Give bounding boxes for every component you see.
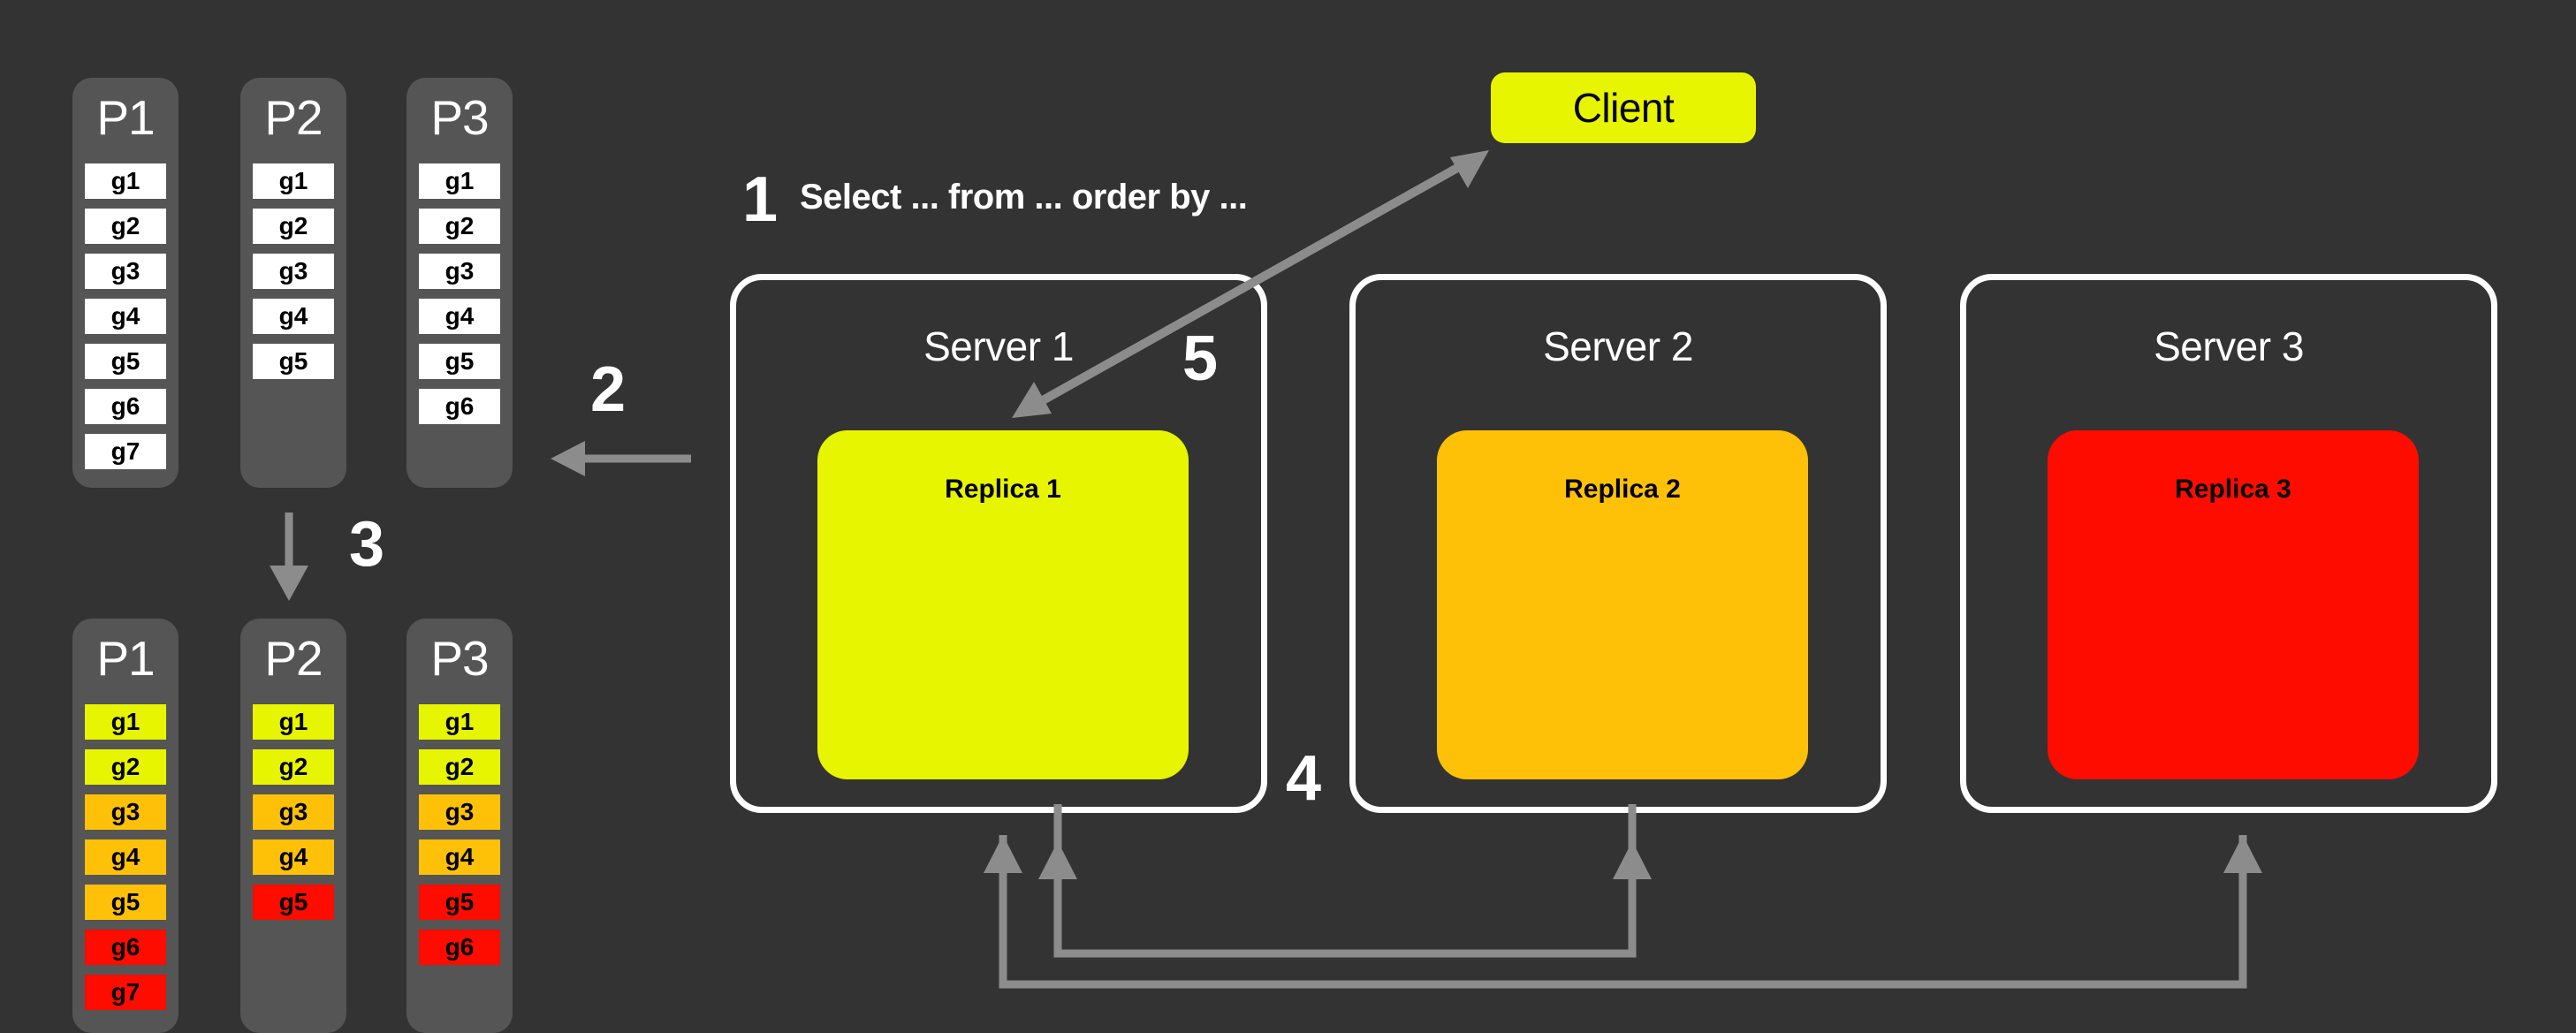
client-label: Client xyxy=(1572,85,1675,131)
step-label-3: 3 xyxy=(349,509,384,580)
partition-cell: g4 xyxy=(253,839,334,875)
partition-title: P1 xyxy=(96,90,155,145)
client-box[interactable]: Client xyxy=(1491,72,1756,143)
partition-cell: g3 xyxy=(253,254,334,289)
step-2-arrow-left xyxy=(551,441,691,476)
partition-cell: g3 xyxy=(419,254,500,289)
partition-cell: g4 xyxy=(253,299,334,334)
partition-cell: g3 xyxy=(253,794,334,830)
step-label-1: 1 xyxy=(742,164,778,235)
partition-cell: g2 xyxy=(419,209,500,244)
partition-cell: g4 xyxy=(85,839,166,875)
partition-title: P2 xyxy=(264,631,323,686)
replica-3-box[interactable]: Replica 3 xyxy=(2048,430,2419,779)
step-4-arrow-server2-to-server1 xyxy=(1038,804,1652,958)
step-label-4: 4 xyxy=(1286,743,1321,814)
partition-cell: g2 xyxy=(85,209,166,244)
partition-title: P3 xyxy=(430,631,489,686)
partition-cell: g1 xyxy=(253,704,334,740)
partition-cell: g4 xyxy=(419,839,500,875)
query-text: Select ... from ... order by ... xyxy=(800,178,1248,216)
partition-cell: g7 xyxy=(85,434,166,469)
replica-label: Replica 3 xyxy=(2175,475,2291,504)
server-2-box[interactable]: Server 2 Replica 2 xyxy=(1349,274,1887,813)
partition-cell: g5 xyxy=(253,344,334,379)
partition-bottom-p2: P2 g1 g2 g3 g4 g5 xyxy=(240,619,346,1033)
partition-cells: g1 g2 g3 g4 g5 g6 xyxy=(419,704,500,975)
partition-bottom-p1: P1 g1 g2 g3 g4 g5 g6 g7 xyxy=(72,619,179,1033)
partition-cells: g1 g2 g3 g4 g5 xyxy=(253,163,334,389)
step-4-arrow-server3-to-server1 xyxy=(984,835,2262,989)
partition-cell: g5 xyxy=(419,344,500,379)
partition-cells: g1 g2 g3 g4 g5 g6 xyxy=(419,163,500,434)
partition-cell: g6 xyxy=(419,930,500,965)
partition-cell: g3 xyxy=(85,794,166,830)
partition-cell: g2 xyxy=(253,749,334,785)
partition-cell: g1 xyxy=(85,163,166,199)
partition-title: P2 xyxy=(264,90,323,145)
server-title: Server 3 xyxy=(2154,323,2304,369)
partition-cell: g5 xyxy=(85,344,166,379)
step-label-5: 5 xyxy=(1182,323,1218,394)
partition-cell: g1 xyxy=(419,163,500,199)
partition-cell: g6 xyxy=(85,389,166,424)
partition-cell: g5 xyxy=(253,885,334,920)
partition-cell: g7 xyxy=(85,975,166,1010)
partition-cell: g4 xyxy=(85,299,166,334)
partition-cell: g5 xyxy=(85,885,166,920)
partition-cell: g3 xyxy=(419,794,500,830)
partition-cells: g1 g2 g3 g4 g5 xyxy=(253,704,334,930)
partition-cells: g1 g2 g3 g4 g5 g6 g7 xyxy=(85,163,166,479)
partition-cell: g2 xyxy=(253,209,334,244)
partition-title: P3 xyxy=(430,90,489,145)
step-label-2: 2 xyxy=(590,354,626,425)
partition-cell: g2 xyxy=(419,749,500,785)
partition-bottom-p3: P3 g1 g2 g3 g4 g5 g6 xyxy=(407,619,513,1033)
partition-cell: g6 xyxy=(85,930,166,965)
partition-cell: g2 xyxy=(85,749,166,785)
partition-title: P1 xyxy=(96,631,155,686)
partition-top-p1: P1 g1 g2 g3 g4 g5 g6 g7 xyxy=(72,78,179,488)
replica-label: Replica 2 xyxy=(1564,475,1681,504)
partition-cell: g1 xyxy=(85,704,166,740)
step-3-arrow-down xyxy=(270,513,308,601)
replica-2-box[interactable]: Replica 2 xyxy=(1437,430,1808,779)
partition-cell: g6 xyxy=(419,389,500,424)
partition-top-p2: P2 g1 g2 g3 g4 g5 xyxy=(240,78,346,488)
partition-cell: g1 xyxy=(419,704,500,740)
server-title: Server 2 xyxy=(1543,323,1693,369)
replica-label: Replica 1 xyxy=(945,475,1061,504)
partition-cell: g4 xyxy=(419,299,500,334)
server-3-box[interactable]: Server 3 Replica 3 xyxy=(1960,274,2497,813)
partition-cells: g1 g2 g3 g4 g5 g6 g7 xyxy=(85,704,166,1020)
partition-top-p3: P3 g1 g2 g3 g4 g5 g6 xyxy=(407,78,513,488)
replica-1-box[interactable]: Replica 1 xyxy=(817,430,1189,779)
server-1-box[interactable]: Server 1 Replica 1 xyxy=(730,274,1267,813)
partition-cell: g5 xyxy=(419,885,500,920)
partition-cell: g3 xyxy=(85,254,166,289)
partition-cell: g1 xyxy=(253,163,334,199)
